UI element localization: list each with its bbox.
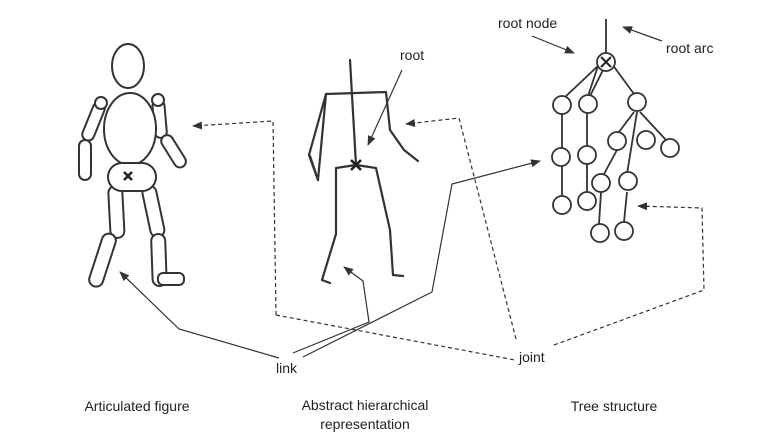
root-label: root <box>400 47 424 63</box>
root-node-label: root node <box>498 15 557 31</box>
root-arc-label: root arc <box>666 40 713 56</box>
articulated-figure <box>78 43 187 288</box>
caption-abstract-line1: Abstract hierarchical <box>302 397 429 413</box>
joint-label: joint <box>518 349 545 365</box>
caption-articulated-figure: Articulated figure <box>84 398 189 414</box>
correspondence-arrows <box>192 117 705 361</box>
abstract-skeleton <box>307 58 420 285</box>
label-arrows <box>119 26 663 359</box>
tree-structure <box>551 19 680 243</box>
link-label: link <box>276 360 298 376</box>
caption-tree-structure: Tree structure <box>571 398 658 414</box>
caption-abstract-line2: representation <box>320 416 410 432</box>
root-joint-marker <box>350 159 362 171</box>
root-node-marker <box>600 56 612 68</box>
